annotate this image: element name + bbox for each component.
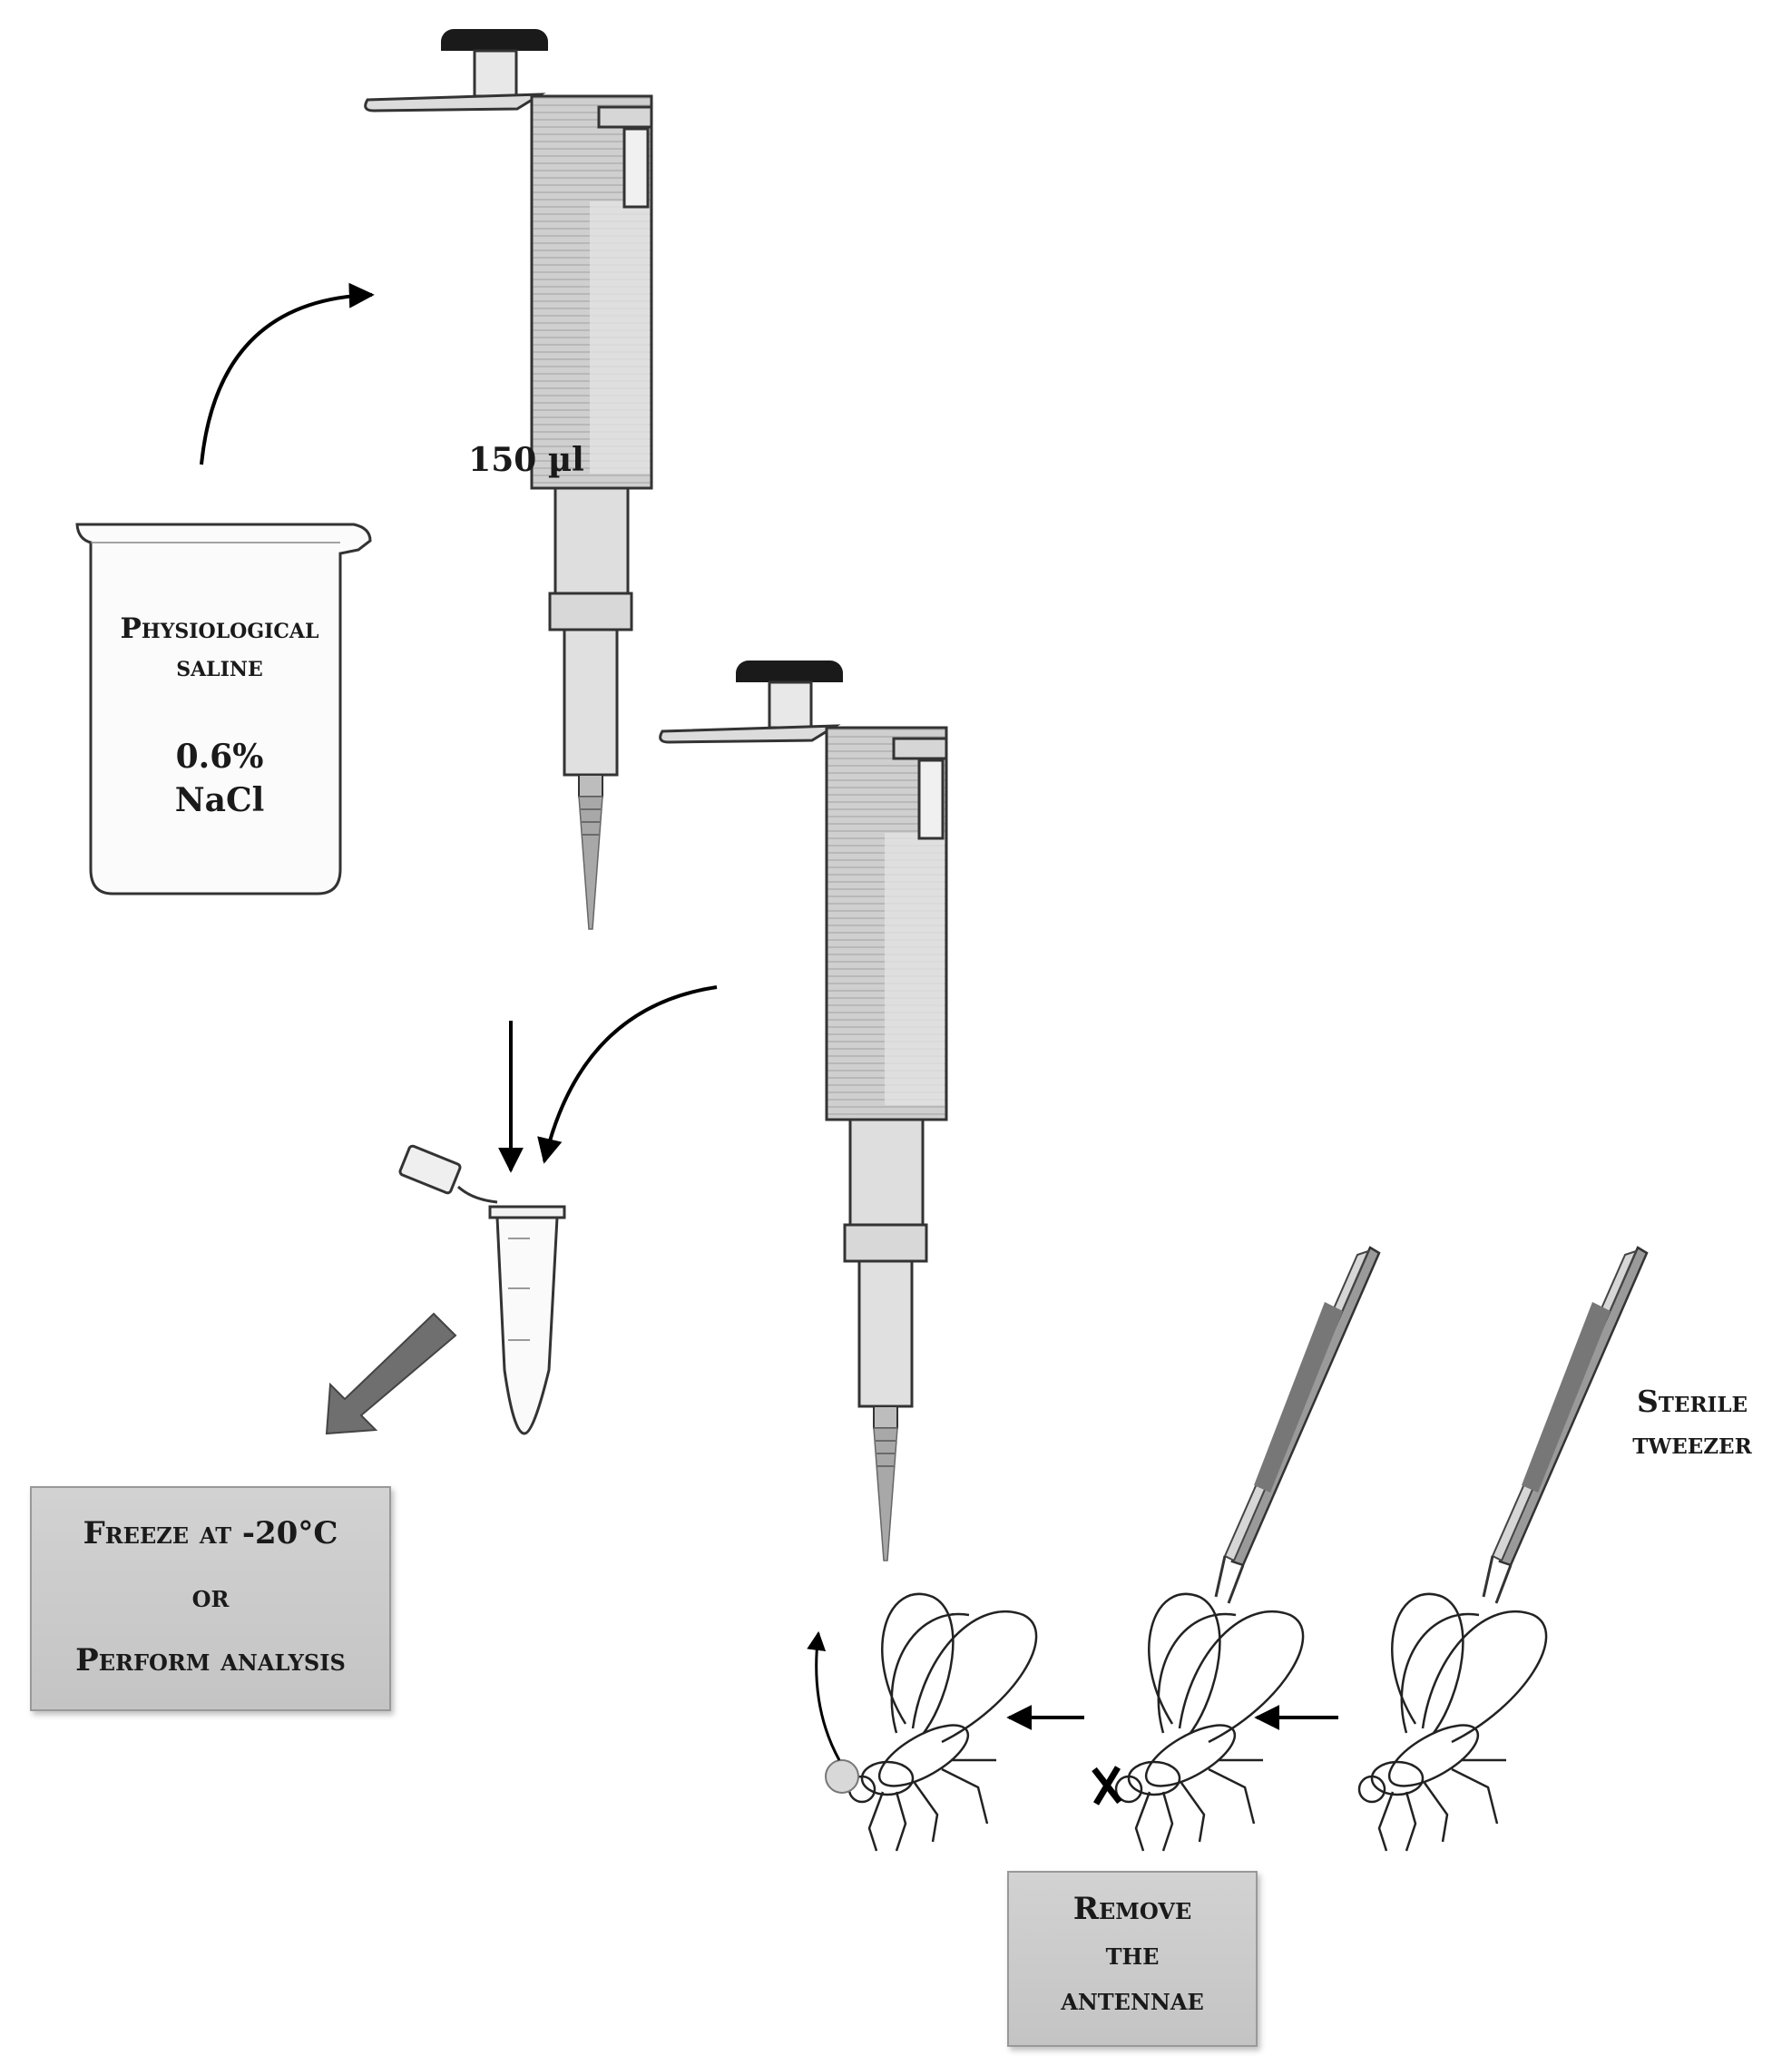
arrow-up-to-pipette: [807, 1630, 841, 1761]
beaker-label: Physiological saline: [98, 610, 341, 686]
concentration-value: 0.6%: [175, 738, 264, 776]
remove-antennae-box: Remove the antennae: [1007, 1871, 1258, 2047]
tweezer-icon: [1214, 1246, 1381, 1605]
tweezer-label-line1: Sterile: [1636, 1384, 1748, 1419]
remove-box-line1: Remove: [1072, 1891, 1192, 1927]
tweezer-label: Sterile tweezer: [1606, 1381, 1778, 1464]
pipette-icon: [364, 27, 653, 931]
freeze-or-analysis-box: Freeze at -20°C or Perform analysis: [30, 1486, 391, 1711]
concentration-label: 0.6% NaCl: [98, 735, 341, 822]
microtube-icon: [398, 1144, 566, 1435]
arrow-to-pipette: [200, 282, 375, 465]
freeze-box-line2: or: [191, 1579, 230, 1615]
beaker-label-line2: saline: [176, 651, 263, 683]
cross-mark-icon: [1092, 1766, 1122, 1806]
beaker-label-line1: Physiological: [120, 612, 319, 645]
arrow-to-tube: [537, 985, 718, 1164]
pipette-volume-label: 150 µl: [468, 441, 584, 479]
fly-icon: [1357, 1592, 1548, 1853]
freeze-box-line3: Perform analysis: [75, 1642, 346, 1678]
remove-box-line3: antennae: [1061, 1982, 1204, 2018]
tweezer-label-line2: tweezer: [1632, 1425, 1752, 1461]
freeze-box-line1: Freeze at -20°C: [83, 1515, 338, 1551]
compound-name: NaCl: [174, 781, 265, 819]
block-arrow-icon: [325, 1312, 457, 1435]
fly-icon: [1114, 1592, 1305, 1853]
pipette-icon: [659, 659, 948, 1562]
droplet-icon: [825, 1759, 859, 1794]
remove-box-line2: the: [1105, 1936, 1160, 1972]
fly-icon: [847, 1592, 1038, 1853]
beaker-icon: [75, 523, 372, 895]
